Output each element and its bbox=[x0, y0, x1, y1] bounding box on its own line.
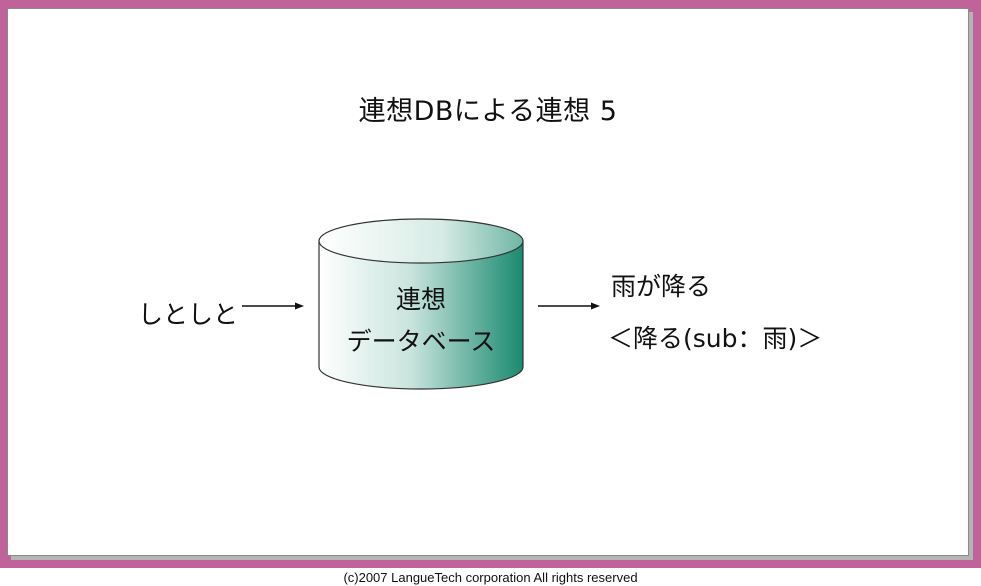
slide-title: 連想DBによる連想 5 bbox=[358, 96, 618, 127]
copyright-footer: (c)2007 LangueTech corporation All right… bbox=[343, 570, 638, 585]
output-case-frame: ＜降る(sub：雨)＞ bbox=[608, 324, 823, 353]
slide: 連想DBによる連想 5 bbox=[7, 8, 969, 556]
slide-frame: 連想DBによる連想 5 bbox=[0, 0, 981, 568]
database-label-line1: 連想 bbox=[395, 285, 446, 314]
input-word: しとしと bbox=[138, 300, 239, 329]
database-cylinder-icon bbox=[318, 218, 524, 390]
input-arrow bbox=[242, 302, 304, 310]
output-sentence: 雨が降る bbox=[611, 272, 712, 301]
database-label-line2: データベース bbox=[346, 327, 496, 356]
output-arrow bbox=[538, 302, 600, 310]
association-diagram bbox=[242, 218, 600, 390]
